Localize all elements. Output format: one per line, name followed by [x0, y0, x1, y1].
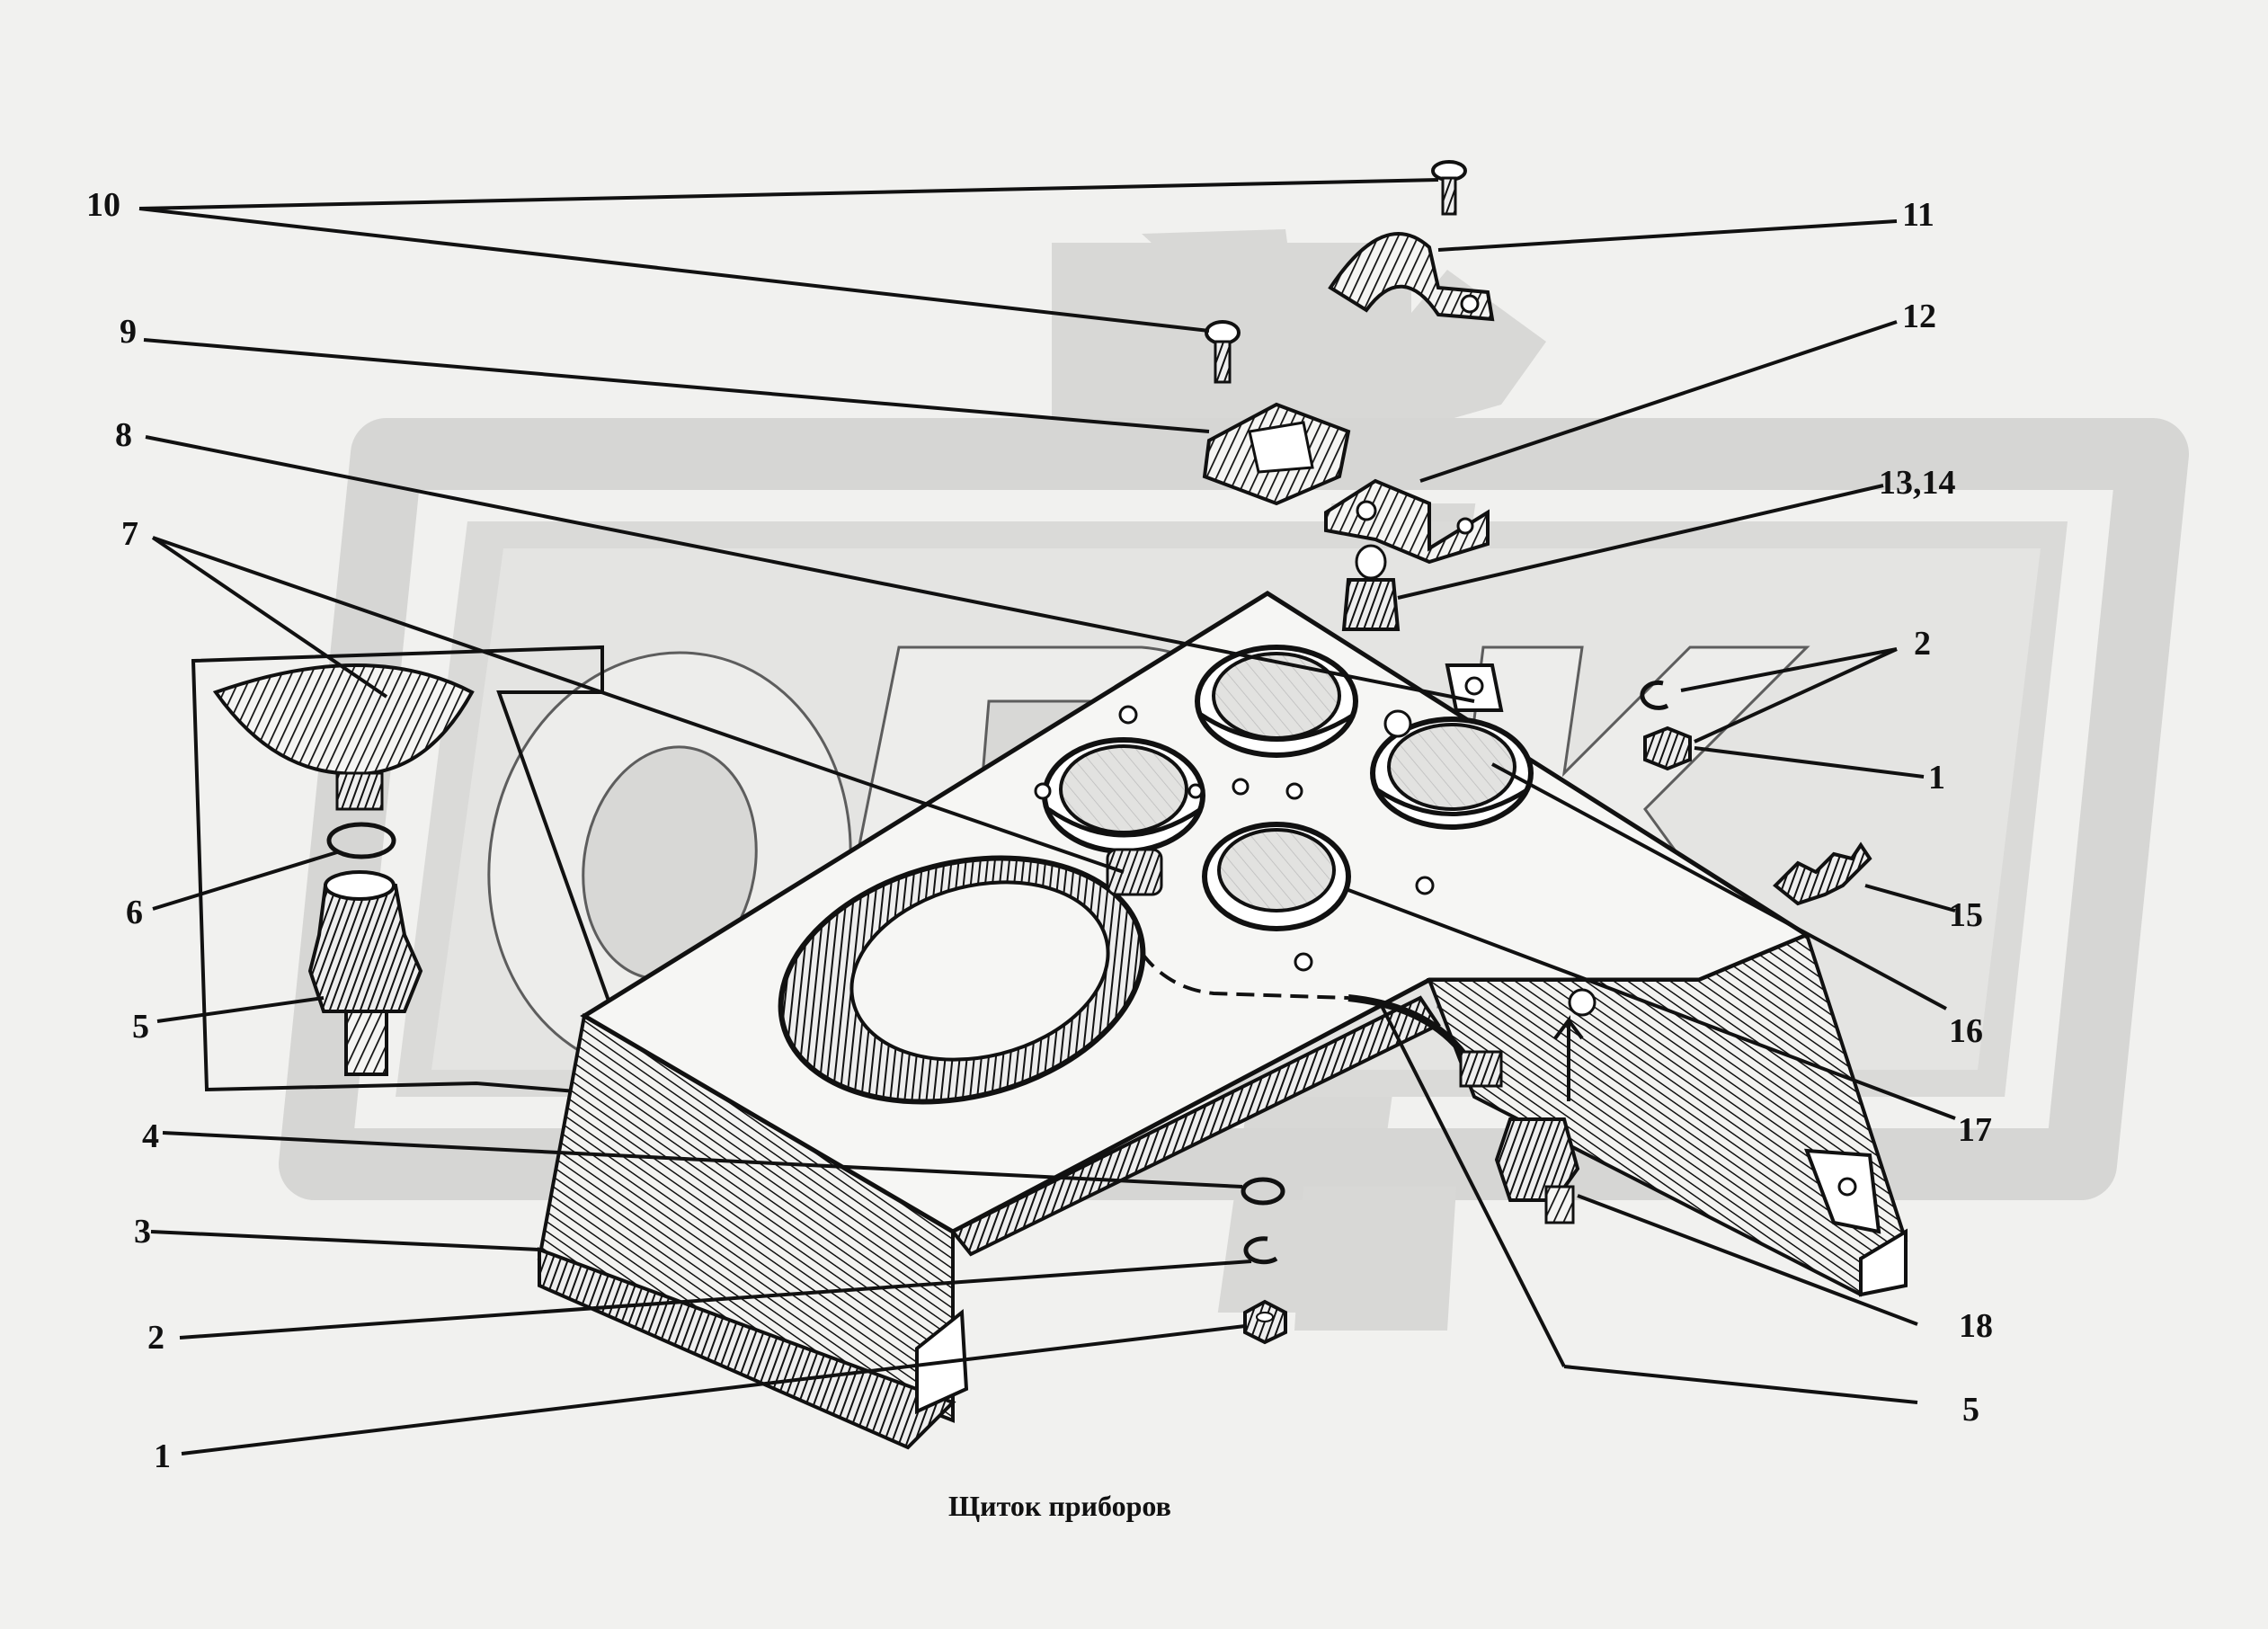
- callout-10: 10: [86, 186, 120, 224]
- callout-5-left: 5: [132, 1008, 149, 1046]
- inset-detail-panel: [191, 645, 645, 1099]
- panel-holes: [1034, 705, 1435, 972]
- callout-17: 17: [1958, 1111, 1992, 1149]
- callout-16: 16: [1949, 1012, 1983, 1050]
- callout-5-right: 5: [1962, 1391, 1979, 1429]
- cover-plate-9: [1202, 402, 1351, 506]
- sensor-assembly: [1347, 988, 1596, 1224]
- callout-18: 18: [1959, 1307, 1993, 1345]
- nut-1-lower: [1243, 1299, 1287, 1345]
- callout-1-right: 1: [1928, 759, 1945, 797]
- bracket-12: [1324, 478, 1490, 565]
- callout-4: 4: [142, 1117, 159, 1155]
- callout-15: 15: [1949, 896, 1983, 934]
- callout-13-14: 13,14: [1879, 464, 1956, 502]
- clamp-11: [1328, 232, 1495, 322]
- callout-8: 8: [115, 416, 132, 454]
- inset-cup: [212, 663, 475, 776]
- callout-9: 9: [120, 313, 137, 351]
- callout-7: 7: [121, 515, 138, 553]
- screw-10-lower: [1205, 320, 1241, 384]
- figure-caption: Щиток приборов: [948, 1490, 1171, 1522]
- clip-2-lower: [1243, 1236, 1278, 1265]
- callout-labels: 10 11 12 9 8 13,14 7 2 1 6 15 5 16 4 17 …: [86, 186, 1993, 1475]
- nut-1-right: [1643, 725, 1692, 771]
- callout-6: 6: [126, 894, 143, 931]
- callout-3: 3: [134, 1213, 151, 1251]
- gauge-bottom: [1202, 822, 1351, 931]
- inset-washer: [326, 822, 396, 859]
- gauge-top: [1195, 645, 1358, 758]
- callout-2-right: 2: [1914, 625, 1931, 663]
- instrument-panel: [537, 591, 1908, 1450]
- callout-11: 11: [1902, 196, 1934, 234]
- callout-1-bottom: 1: [154, 1438, 171, 1475]
- inset-fitting: [307, 870, 423, 1076]
- washer-4: [1241, 1177, 1285, 1206]
- panel-cutout: [778, 855, 1146, 1105]
- gauge-right: [1370, 717, 1534, 830]
- leader-lines: [138, 178, 1956, 1455]
- stud-15: [1773, 841, 1872, 906]
- screw-10-upper: [1431, 160, 1467, 216]
- callout-2-left: 2: [147, 1319, 165, 1357]
- clip-2-right: [1640, 680, 1669, 710]
- lamp-socket-13-14: [1341, 544, 1401, 631]
- callout-12: 12: [1902, 298, 1936, 335]
- gauge-left: [1042, 737, 1205, 896]
